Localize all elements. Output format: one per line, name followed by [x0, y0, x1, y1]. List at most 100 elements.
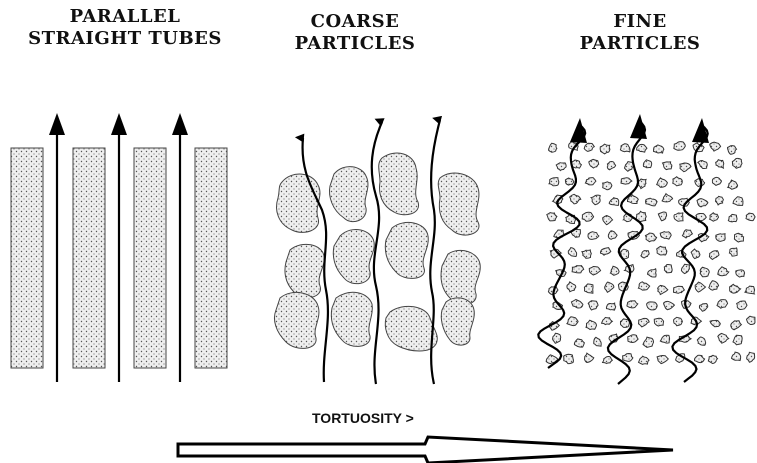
fine-particle	[549, 143, 557, 152]
panel-coarse-particles	[274, 120, 480, 384]
fine-particle	[589, 159, 599, 168]
fine-particle	[708, 355, 717, 363]
fine-particle	[547, 213, 557, 221]
fine-particle	[734, 233, 743, 242]
fine-particle	[710, 213, 719, 221]
fine-particle	[594, 337, 601, 346]
coarse-particle	[385, 222, 428, 278]
tortuosity-arrow-icon	[178, 437, 673, 463]
fine-particle	[746, 213, 755, 221]
fine-particle	[564, 354, 574, 363]
fine-particle	[589, 267, 600, 276]
coarse-particle	[441, 250, 480, 304]
fine-particle	[682, 230, 692, 238]
fine-particle	[602, 318, 613, 325]
coarse-particle	[330, 167, 368, 222]
fine-particle	[727, 146, 736, 155]
fine-particle	[584, 143, 594, 151]
fine-particle	[717, 300, 728, 309]
fine-particle	[716, 196, 724, 205]
fine-particle	[697, 199, 708, 207]
fine-particle	[718, 333, 729, 343]
fine-particle	[729, 248, 737, 256]
fine-particle	[571, 300, 583, 309]
fine-particle	[606, 303, 615, 310]
fine-particle	[658, 285, 668, 294]
panel-fine-particles	[538, 114, 755, 384]
fine-particle	[621, 178, 632, 184]
fine-particle	[588, 301, 598, 310]
fine-particle	[674, 317, 683, 326]
fine-particle	[641, 251, 649, 258]
fine-particle	[570, 194, 581, 204]
fine-particle	[747, 352, 755, 362]
fine-particle	[623, 354, 633, 362]
fine-particle	[657, 178, 668, 187]
fine-particle	[662, 194, 673, 202]
fine-particle	[747, 316, 756, 324]
fine-particle	[718, 267, 729, 276]
fine-particle	[674, 213, 683, 222]
fine-particle	[638, 282, 649, 290]
fine-particle	[603, 216, 613, 225]
fine-particle	[681, 264, 689, 273]
fine-particle	[654, 145, 664, 153]
fine-particle	[657, 355, 668, 363]
fine-particle	[582, 250, 591, 258]
tube-wall	[195, 148, 227, 368]
fine-particle	[591, 195, 600, 205]
tube-wall	[73, 148, 105, 368]
tube-wall	[11, 148, 43, 368]
fine-particle	[608, 231, 617, 240]
fine-particle	[731, 321, 742, 330]
arrow-head	[111, 113, 127, 135]
fine-particle	[585, 178, 596, 185]
fine-particle	[553, 333, 561, 343]
fine-particle	[657, 246, 667, 255]
fine-particle	[654, 318, 663, 326]
fine-particle	[709, 281, 719, 290]
fine-particle	[737, 301, 747, 310]
fine-particle	[680, 163, 691, 172]
fine-particle	[556, 163, 566, 171]
fine-particle	[712, 177, 721, 185]
fine-particle	[646, 198, 658, 206]
fine-particle	[699, 304, 707, 312]
fine-particle	[628, 335, 638, 343]
fine-particle	[691, 249, 700, 259]
fine-particle	[586, 320, 596, 329]
fine-particle	[639, 356, 650, 364]
tube-wall	[134, 148, 166, 368]
fine-particle	[697, 337, 705, 345]
fine-particle	[730, 284, 741, 293]
fine-particle	[728, 214, 737, 222]
fine-particle	[584, 284, 593, 293]
fine-particle	[673, 177, 683, 186]
coarse-particle	[277, 174, 320, 232]
coarse-particle	[285, 244, 324, 297]
fine-particle	[637, 144, 647, 152]
fine-particle	[664, 265, 672, 273]
fine-particle	[660, 335, 669, 343]
fine-particle	[733, 335, 742, 345]
fine-particle	[638, 179, 646, 189]
fine-particle	[600, 248, 610, 256]
coarse-particle	[274, 292, 318, 348]
fine-particle	[588, 232, 599, 240]
fine-particle	[698, 161, 708, 169]
fine-particle	[716, 234, 725, 242]
fine-particle	[647, 302, 658, 310]
fine-particle	[736, 270, 745, 277]
arrow-head	[49, 113, 65, 135]
fine-particle	[565, 178, 574, 185]
fine-particle	[585, 353, 594, 362]
fine-particle	[709, 251, 719, 260]
coarse-particle	[438, 173, 479, 235]
fine-particle	[582, 212, 593, 221]
fine-particle	[710, 142, 721, 151]
fine-particle	[639, 318, 650, 327]
fine-particle	[732, 158, 742, 168]
fine-particle	[695, 282, 705, 292]
coarse-particle	[385, 306, 437, 351]
